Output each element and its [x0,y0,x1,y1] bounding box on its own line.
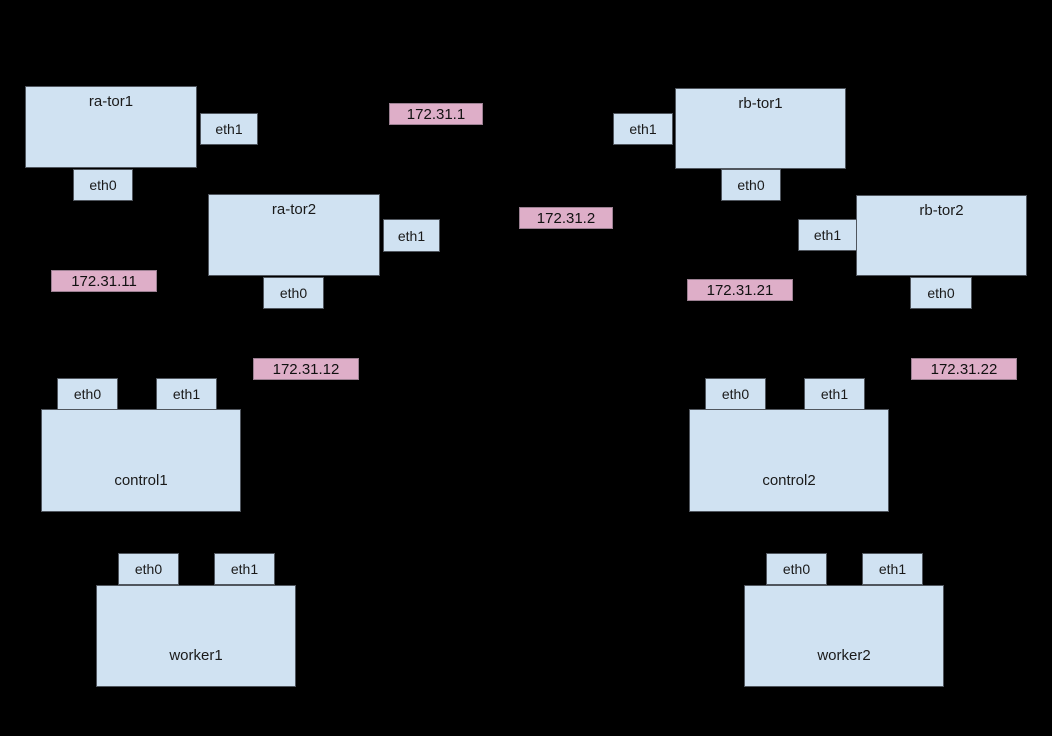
port-ra-tor1-eth1[interactable]: eth1 [200,113,258,145]
port-label: eth1 [397,227,426,244]
port-ra-tor2-eth1[interactable]: eth1 [383,219,440,252]
network-label-net-172-31-2[interactable]: 172.31.2 [519,207,613,229]
port-worker1-eth1[interactable]: eth1 [214,553,275,585]
port-worker2-eth1[interactable]: eth1 [862,553,923,585]
network-label-net-172-31-21[interactable]: 172.31.21 [687,279,793,301]
port-worker1-eth0[interactable]: eth0 [118,553,179,585]
network-label-text: 172.31.11 [71,272,137,290]
port-control1-eth1[interactable]: eth1 [156,378,217,410]
node-label: worker1 [169,646,223,664]
port-label: eth0 [927,285,955,301]
port-control2-eth1[interactable]: eth1 [804,378,865,410]
node-label: ra-tor2 [271,201,317,218]
node-worker2[interactable]: worker2 [744,585,944,687]
port-label: eth1 [878,561,907,577]
network-label-net-172-31-1[interactable]: 172.31.1 [389,103,483,125]
node-rb-tor1[interactable]: rb-tor1 [675,88,846,169]
port-label: eth0 [721,386,750,402]
node-ra-tor2[interactable]: ra-tor2 [208,194,380,276]
node-label: worker2 [817,646,871,664]
node-control1[interactable]: control1 [41,409,241,512]
node-control2[interactable]: control2 [689,409,889,512]
port-label: eth1 [820,386,849,402]
port-label: eth0 [782,561,811,577]
port-control1-eth0[interactable]: eth0 [57,378,118,410]
port-worker2-eth0[interactable]: eth0 [766,553,827,585]
port-rb-tor1-eth1[interactable]: eth1 [613,113,673,145]
port-rb-tor2-eth1[interactable]: eth1 [798,219,857,251]
network-label-text: 172.31.2 [536,209,596,227]
port-control2-eth0[interactable]: eth0 [705,378,766,410]
network-label-text: 172.31.12 [272,360,340,378]
network-label-net-172-31-22[interactable]: 172.31.22 [911,358,1017,380]
node-label: rb-tor1 [738,95,783,112]
port-label: eth1 [215,121,243,137]
network-label-text: 172.31.22 [930,360,998,378]
port-label: eth0 [737,177,765,193]
port-ra-tor1-eth0[interactable]: eth0 [73,169,133,201]
port-label: eth1 [230,561,259,577]
port-label: eth1 [629,121,657,137]
node-label: ra-tor1 [88,93,134,110]
port-label: eth0 [73,386,102,402]
port-ra-tor2-eth0[interactable]: eth0 [263,277,324,309]
port-rb-tor1-eth0[interactable]: eth0 [721,169,781,201]
network-label-text: 172.31.21 [706,281,774,299]
port-label: eth1 [172,386,201,402]
network-label-net-172-31-12[interactable]: 172.31.12 [253,358,359,380]
node-label: control2 [762,471,816,489]
port-label: eth1 [813,227,842,243]
port-rb-tor2-eth0[interactable]: eth0 [910,277,972,309]
node-ra-tor1[interactable]: ra-tor1 [25,86,197,168]
node-label: rb-tor2 [919,202,964,219]
port-label: eth0 [279,285,308,301]
node-label: control1 [114,471,168,489]
network-label-net-172-31-11[interactable]: 172.31.11 [51,270,157,292]
node-worker1[interactable]: worker1 [96,585,296,687]
node-rb-tor2[interactable]: rb-tor2 [856,195,1027,276]
port-label: eth0 [89,177,117,193]
port-label: eth0 [134,561,163,577]
network-label-text: 172.31.1 [406,105,466,123]
